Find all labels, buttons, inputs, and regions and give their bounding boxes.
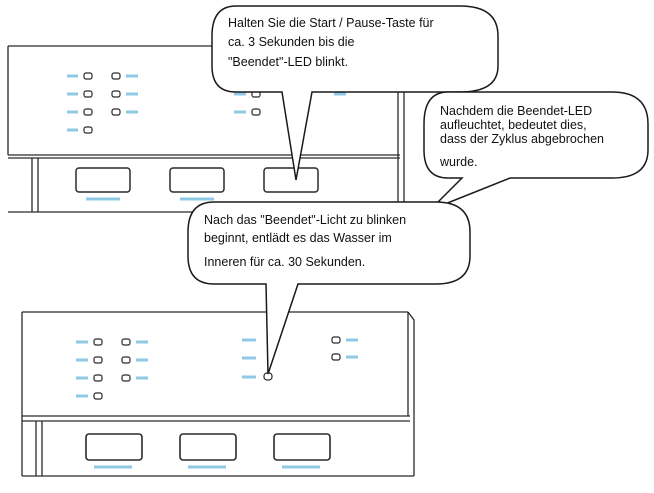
led-indicator <box>67 90 93 98</box>
led-indicator <box>121 374 148 382</box>
bottom-led-group-middle <box>242 338 273 381</box>
callout-line: beginnt, entlädt es das Wasser im <box>204 231 392 245</box>
panel-button[interactable] <box>169 167 225 201</box>
top-led-group-left <box>67 72 138 134</box>
callout-drain: Nach das "Beendet"-Licht zu blinken begi… <box>204 213 406 269</box>
callout-led-lit: Nachdem die Beendet-LED aufleuchtet, bed… <box>440 104 604 169</box>
callout-line: wurde. <box>440 155 478 169</box>
callout-line: ca. 3 Sekunden bis die <box>228 35 355 49</box>
callout-line: "Beendet"-LED blinkt. <box>228 55 349 69</box>
bottom-button-row <box>85 433 331 469</box>
bottom-control-panel <box>21 311 415 477</box>
bottom-led-group-right <box>331 336 358 361</box>
callout-line: Inneren für ca. 30 Sekunden. <box>204 255 366 269</box>
led-indicator <box>67 72 93 80</box>
led-indicator <box>234 108 261 116</box>
led-indicator <box>331 353 358 361</box>
top-button-row <box>75 167 319 201</box>
callout-line: dass der Zyklus abgebrochen <box>440 132 604 146</box>
led-indicator <box>67 126 93 134</box>
speech-bubble-hold-button <box>211 5 499 181</box>
led-indicator <box>76 392 103 400</box>
callout-line: Nach das "Beendet"-Licht zu blinken <box>204 213 407 227</box>
panel-button[interactable] <box>179 433 237 469</box>
callout-line: Halten Sie die Start / Pause-Taste für <box>228 16 434 30</box>
callout-line: Nachdem die Beendet-LED <box>440 104 593 118</box>
panel-button[interactable] <box>85 433 143 469</box>
callout-line: aufleuchtet, bedeutet dies, <box>440 118 587 132</box>
speech-bubble-led-lit <box>423 91 649 211</box>
led-indicator <box>121 356 148 364</box>
led-indicator <box>111 90 138 98</box>
bottom-led-group-left <box>76 338 148 400</box>
led-indicator <box>76 356 103 364</box>
led-indicator <box>76 338 103 346</box>
led-indicator <box>76 374 103 382</box>
led-indicator <box>331 336 358 344</box>
led-indicator <box>121 338 148 346</box>
speech-bubble-drain <box>187 201 471 375</box>
led-indicator <box>111 108 138 116</box>
callout-hold-button: Halten Sie die Start / Pause-Taste für c… <box>228 16 434 69</box>
led-indicator <box>111 72 138 80</box>
led-indicator <box>67 108 93 116</box>
start-pause-button[interactable] <box>263 167 319 193</box>
beendet-led <box>242 372 273 381</box>
start-pause-button[interactable] <box>273 433 331 469</box>
panel-button[interactable] <box>75 167 131 201</box>
